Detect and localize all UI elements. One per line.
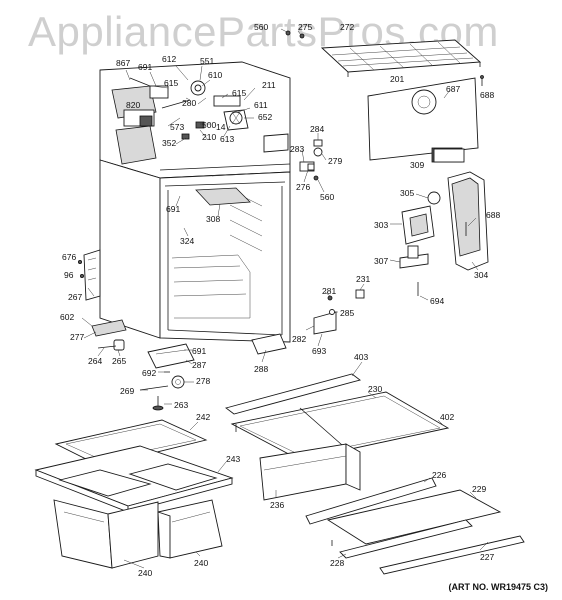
callout-276: 276 — [296, 182, 310, 192]
callout-201: 201 — [390, 74, 404, 84]
callout-551: 551 — [200, 56, 214, 66]
callout-264: 264 — [88, 356, 102, 366]
callout-676: 676 — [62, 252, 76, 262]
callout-243: 243 — [226, 454, 240, 464]
callout-282: 282 — [292, 334, 306, 344]
freezer-control-cluster — [111, 77, 249, 165]
callout-210: 210 — [202, 132, 216, 142]
callout-694: 694 — [430, 296, 444, 306]
callout-14: 14 — [216, 122, 226, 132]
screw-688a — [480, 75, 484, 86]
callout-240: 240 — [138, 568, 152, 578]
callout-693: 693 — [312, 346, 326, 356]
callout-867: 867 — [116, 58, 130, 68]
callout-352: 352 — [162, 138, 176, 148]
callout-688: 688 — [486, 210, 500, 220]
callout-labels: 560 275 272 867 691 612 551 610 615 615 … — [60, 22, 500, 578]
callout-613: 613 — [220, 134, 234, 144]
callout-269: 269 — [120, 386, 134, 396]
callout-692: 692 — [142, 368, 156, 378]
callout-615: 615 — [232, 88, 246, 98]
callout-279: 279 — [328, 156, 342, 166]
shelf-screws-560-275 — [280, 28, 305, 39]
dispenser-assembly — [399, 171, 489, 296]
callout-288: 288 — [254, 364, 268, 374]
callout-691: 691 — [192, 346, 206, 356]
crisper-drawer-236 — [259, 443, 361, 501]
leader-lines — [81, 65, 489, 569]
callout-265: 265 — [112, 356, 126, 366]
callout-500: 500 — [202, 120, 216, 130]
callout-267: 267 — [68, 292, 82, 302]
callout-230: 230 — [368, 384, 382, 394]
callout-615: 615 — [164, 78, 178, 88]
callout-263: 263 — [174, 400, 188, 410]
crisper-cover-parts — [305, 477, 525, 575]
callout-278: 278 — [196, 376, 210, 386]
callout-305: 305 — [400, 188, 414, 198]
callout-284: 284 — [310, 124, 324, 134]
callout-573: 573 — [170, 122, 184, 132]
callout-280: 280 — [182, 98, 196, 108]
label-309 — [433, 148, 465, 163]
snack-pan-assembly — [34, 419, 234, 569]
callout-307: 307 — [374, 256, 388, 266]
callout-304: 304 — [474, 270, 488, 280]
callout-308: 308 — [206, 214, 220, 224]
hinge-288 — [251, 333, 287, 355]
callout-691: 691 — [166, 204, 180, 214]
shelf-support-parts — [299, 139, 323, 181]
left-side-parts — [78, 249, 195, 411]
callout-277: 277 — [70, 332, 84, 342]
callout-287: 287 — [192, 360, 206, 370]
wire-shelf-272 — [320, 39, 482, 77]
callout-610: 610 — [208, 70, 222, 80]
callout-285: 285 — [340, 308, 354, 318]
callout-240: 240 — [194, 558, 208, 568]
callout-281: 281 — [322, 286, 336, 296]
art-number: (ART NO. WR19475 C3) — [448, 582, 548, 592]
callout-612: 612 — [162, 54, 176, 64]
bracket-282 — [313, 295, 337, 335]
callout-242: 242 — [196, 412, 210, 422]
callout-403: 403 — [354, 352, 368, 362]
callout-820: 820 — [126, 100, 140, 110]
callout-283: 283 — [290, 144, 304, 154]
callout-272: 272 — [340, 22, 354, 32]
callout-96: 96 — [64, 270, 74, 280]
callout-236: 236 — [270, 500, 284, 510]
callout-560: 560 — [320, 192, 334, 202]
clip-231 — [355, 289, 365, 299]
callout-231: 231 — [356, 274, 370, 284]
callout-309: 309 — [410, 160, 424, 170]
callout-402: 402 — [440, 412, 454, 422]
callout-226: 226 — [432, 470, 446, 480]
callout-691: 691 — [138, 62, 152, 72]
callout-324: 324 — [180, 236, 194, 246]
callout-611: 611 — [254, 100, 268, 110]
callout-229: 229 — [472, 484, 486, 494]
callout-227: 227 — [480, 552, 494, 562]
callout-652: 652 — [258, 112, 272, 122]
callout-228: 228 — [330, 558, 344, 568]
callout-687: 687 — [446, 84, 460, 94]
callout-560: 560 — [254, 22, 268, 32]
callout-211: 211 — [262, 80, 276, 90]
callout-688: 688 — [480, 90, 494, 100]
callout-303: 303 — [374, 220, 388, 230]
callout-275: 275 — [298, 22, 312, 32]
callout-602: 602 — [60, 312, 74, 322]
